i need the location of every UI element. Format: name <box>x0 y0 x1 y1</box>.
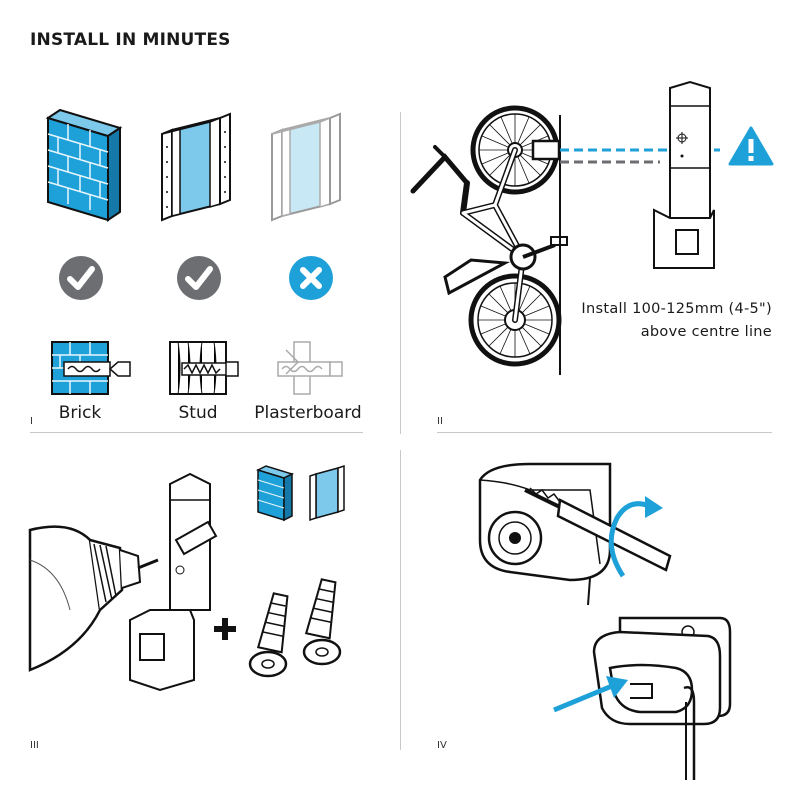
warning-icon <box>728 126 774 166</box>
install-height-note-line2: above centre line <box>640 324 772 340</box>
mounting-bracket-illustration <box>653 80 715 269</box>
wall-plug-icon <box>248 592 289 678</box>
brick-wall-small-icon <box>255 465 295 522</box>
material-label-brick: Brick <box>58 403 102 423</box>
drill-illustration <box>28 525 159 672</box>
panel-numeral-1: I <box>30 416 33 427</box>
hook-insert-illustration <box>592 616 732 780</box>
material-label-plasterboard: Plasterboard <box>254 403 362 423</box>
stud-anchor-icon <box>169 341 239 395</box>
install-height-note: Install 100-125mm (4-5") above centre li… <box>540 298 772 344</box>
stud-wall-icon <box>161 112 231 222</box>
divider-horizontal-right <box>437 432 772 433</box>
cross-icon <box>289 256 333 300</box>
screw-tightening-illustration <box>478 462 672 606</box>
divider-horizontal-left <box>30 432 363 433</box>
panel-numeral-3: III <box>30 740 39 751</box>
brick-anchor-icon <box>51 341 131 395</box>
plasterboard-anchor-icon <box>277 341 343 395</box>
check-icon <box>177 256 221 300</box>
plasterboard-wall-icon <box>271 112 341 222</box>
check-icon <box>59 256 103 300</box>
plus-icon <box>214 618 236 640</box>
rotate-arrow-icon <box>608 496 663 578</box>
stud-wall-small-icon <box>309 464 345 522</box>
divider-vertical-bottom <box>400 450 401 750</box>
material-label-stud: Stud <box>178 403 218 423</box>
wall-plug-icon <box>302 578 342 666</box>
panel-numeral-2: II <box>437 416 443 427</box>
bike-hanging-illustration <box>410 105 568 375</box>
insert-arrow-icon <box>553 676 628 713</box>
panel-numeral-4: IV <box>437 740 447 751</box>
divider-vertical-top <box>400 112 401 434</box>
install-height-note-line1: Install 100-125mm (4-5") <box>581 301 772 317</box>
page-title: INSTALL IN MINUTES <box>30 30 231 50</box>
brick-wall-icon <box>45 108 123 222</box>
bracket-drilling-illustration <box>129 472 218 692</box>
